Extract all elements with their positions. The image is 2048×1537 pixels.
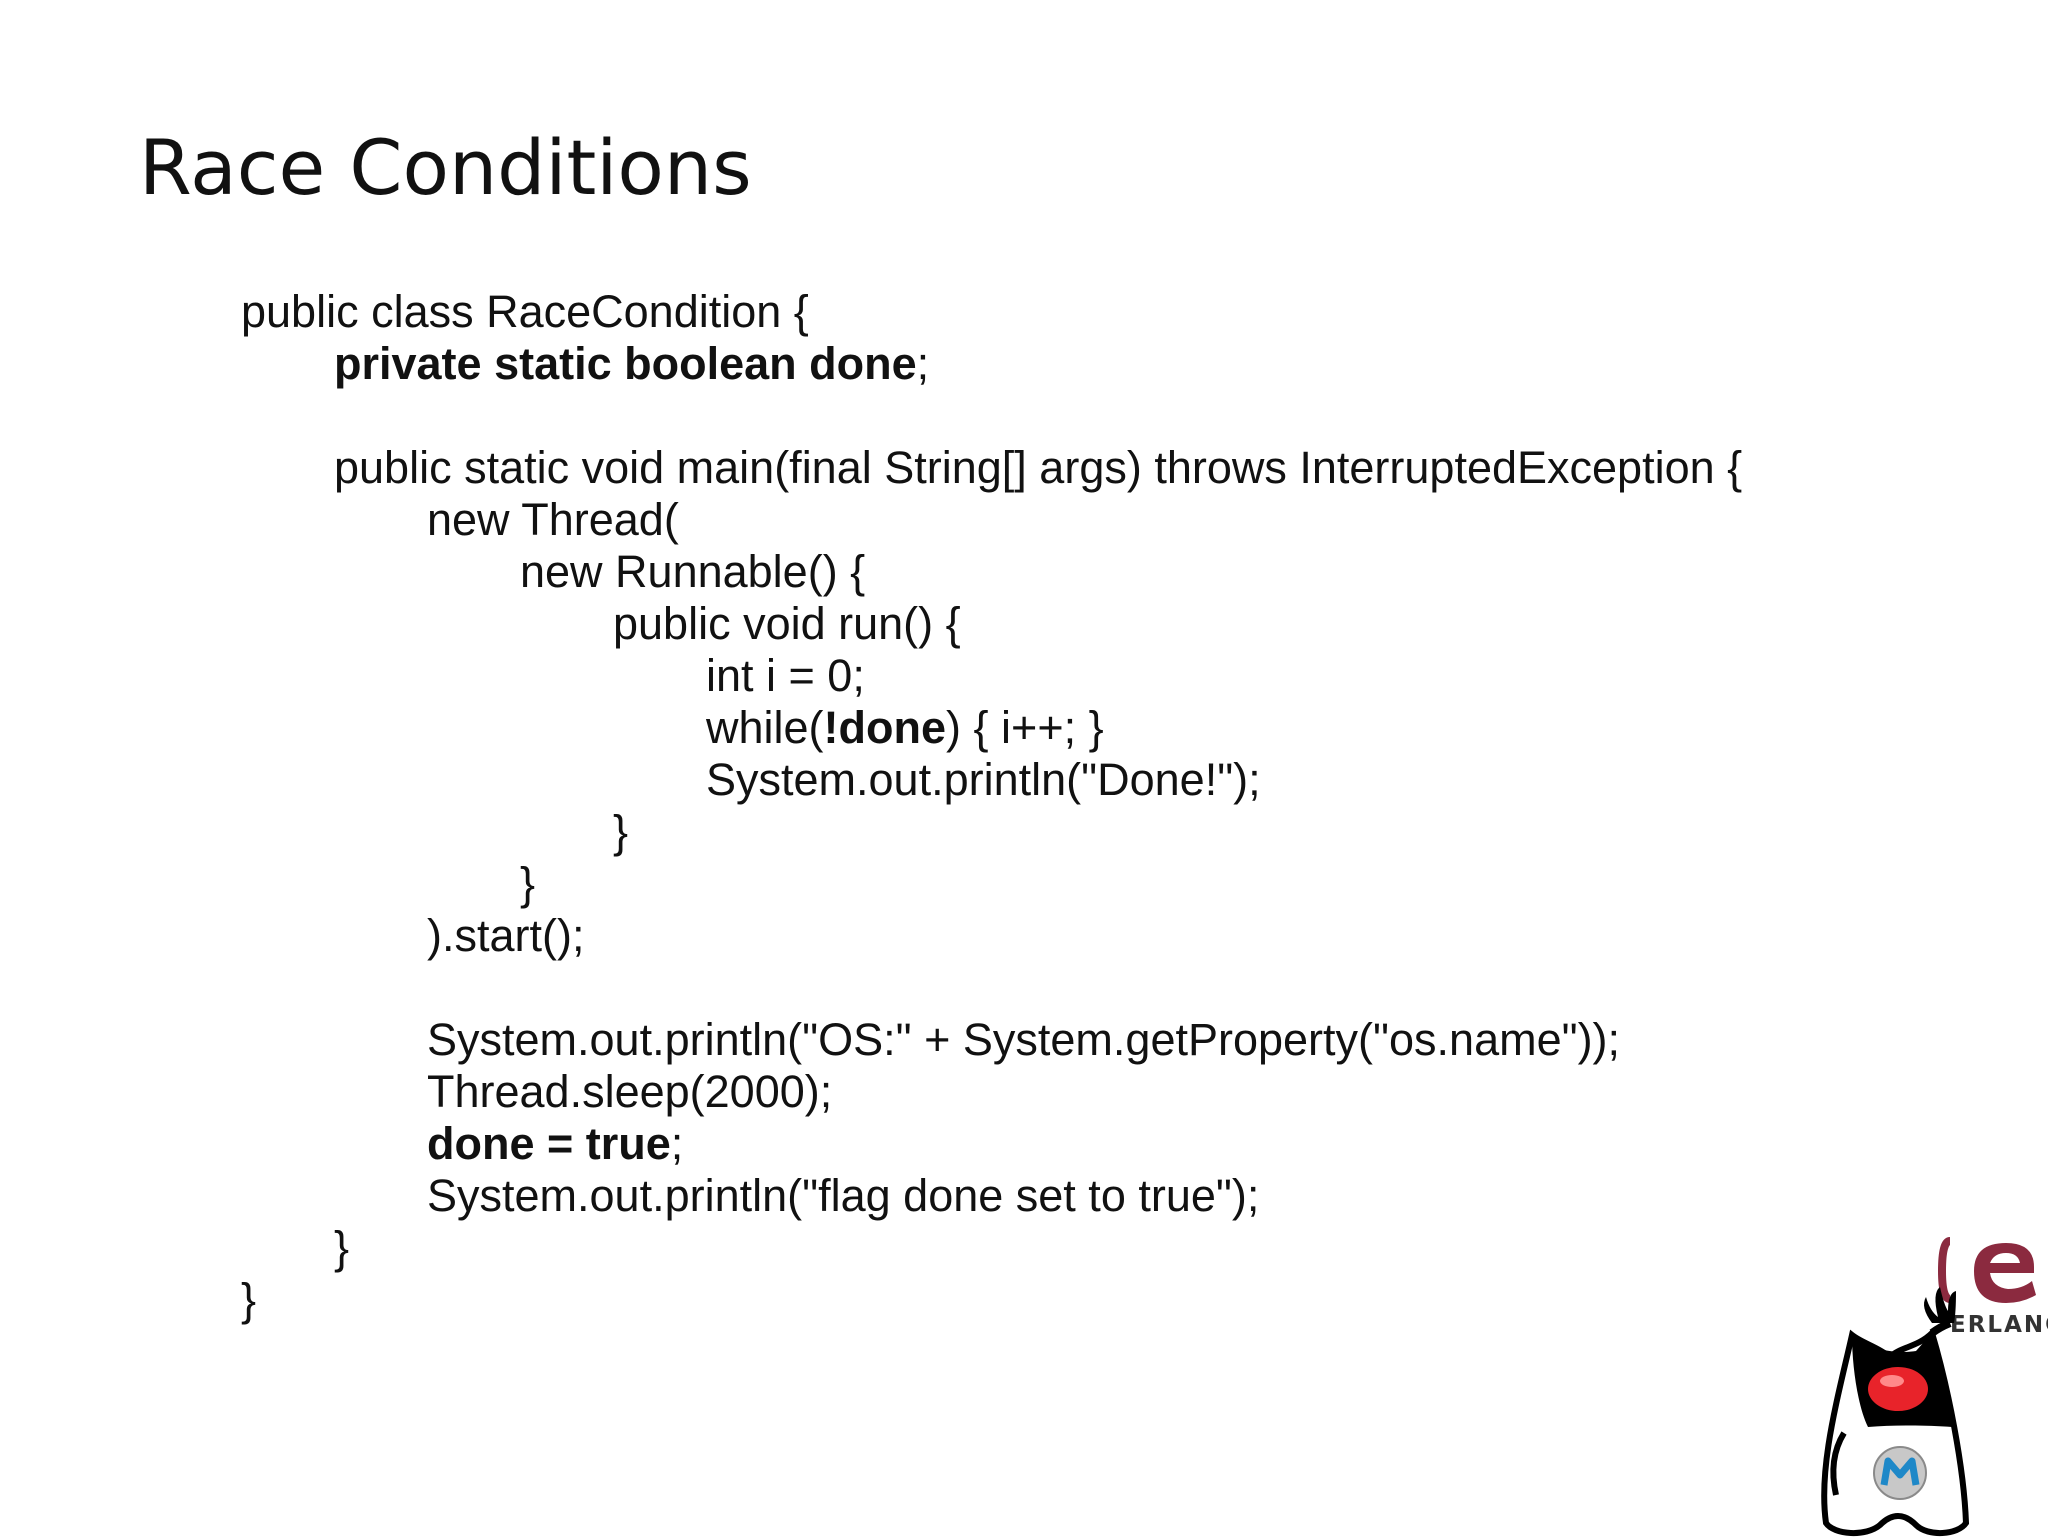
code-line: private static boolean done;	[334, 338, 929, 390]
code-line: ).start();	[427, 910, 585, 961]
code-line: while(!done) { i++; }	[706, 702, 1104, 754]
code-line: new Thread(	[427, 494, 679, 545]
code-line: Thread.sleep(2000);	[427, 1066, 833, 1117]
code-line: done = true;	[427, 1118, 683, 1170]
code-text: ;	[670, 1118, 684, 1169]
code-line: }	[520, 858, 536, 909]
code-line: }	[613, 806, 629, 857]
duke-erlang-logo-icon: ERLANG	[1821, 1237, 2048, 1537]
erlang-logo-text: ERLANG	[1950, 1312, 2048, 1338]
code-line: System.out.println("OS:" + System.getPro…	[427, 1014, 1621, 1065]
bold-code-token: private static boolean done	[334, 338, 917, 389]
code-text: ;	[916, 338, 930, 389]
code-line: public static void main(final String[] a…	[334, 442, 1743, 493]
code-text: while(	[706, 702, 824, 753]
code-line: new Runnable() {	[520, 546, 866, 597]
code-line: public class RaceCondition {	[241, 286, 809, 337]
code-line: System.out.println("flag done set to tru…	[427, 1170, 1260, 1221]
bold-code-token: done = true	[427, 1118, 671, 1169]
code-text: ) { i++; }	[946, 702, 1104, 753]
code-line: }	[334, 1222, 350, 1273]
slide-title: Race Conditions	[139, 123, 752, 212]
code-line: public void run() {	[613, 598, 961, 649]
code-line: System.out.println("Done!");	[706, 754, 1261, 805]
code-line: }	[241, 1274, 257, 1325]
bold-code-token: !done	[823, 702, 947, 753]
code-line: int i = 0;	[706, 650, 865, 701]
